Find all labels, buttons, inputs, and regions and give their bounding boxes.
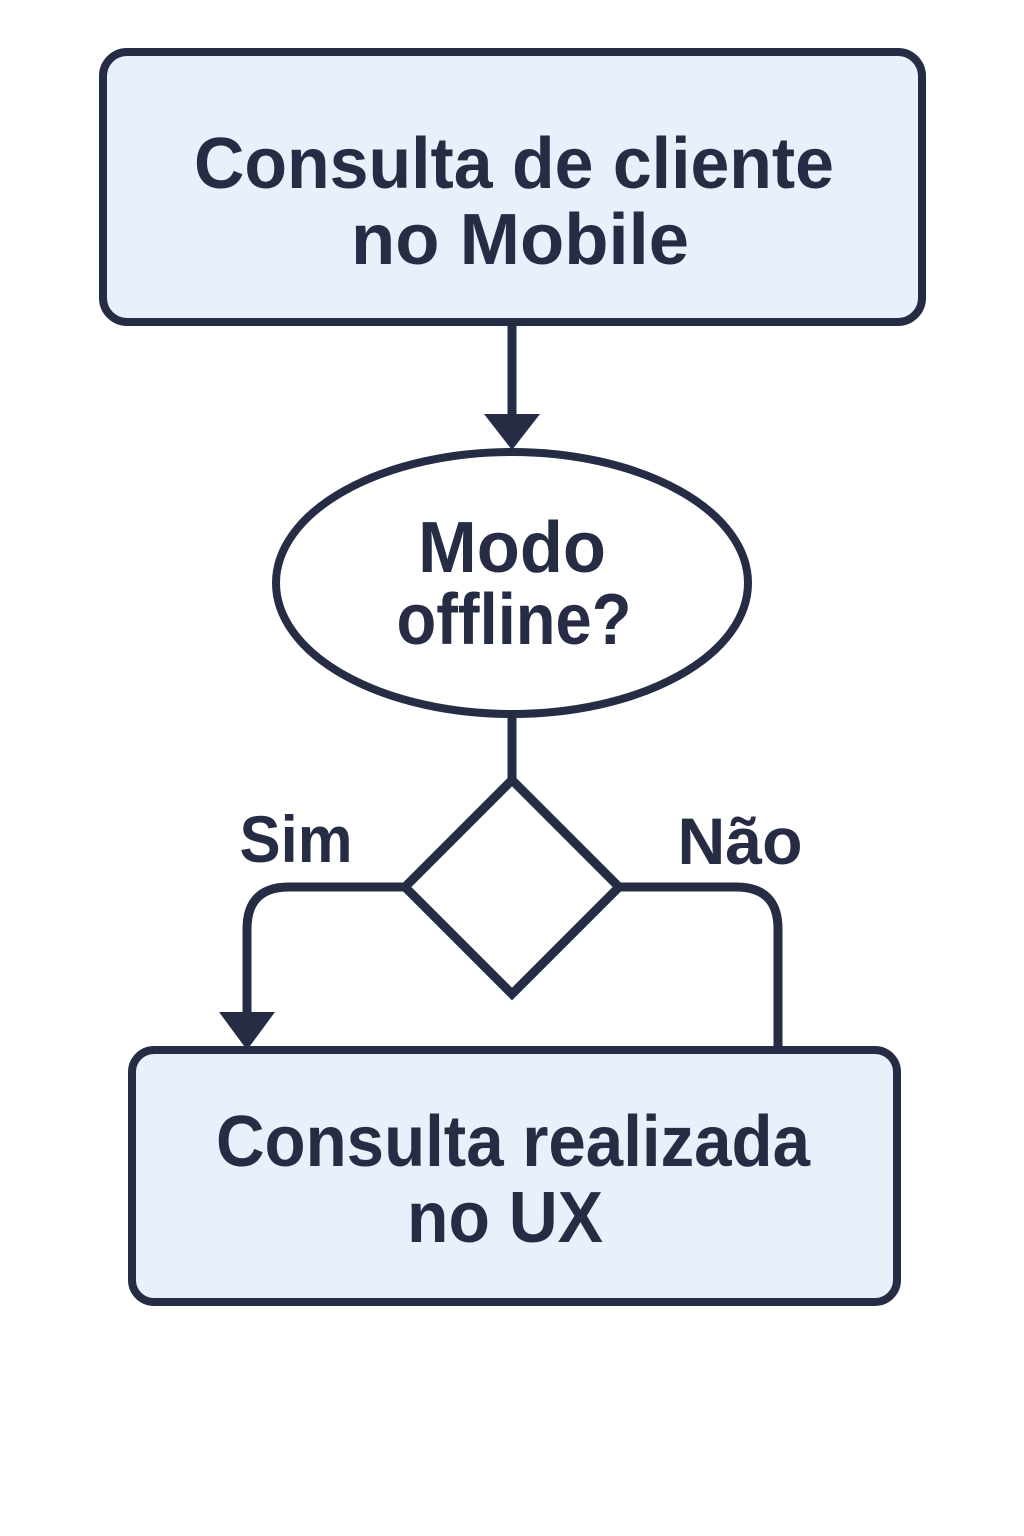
node-question [272, 448, 752, 718]
edge-yes-branch [242, 882, 405, 1014]
node-start-label-line2: no Mobile [351, 200, 689, 280]
edge-label-no: Não [678, 804, 803, 878]
node-end [128, 1046, 901, 1306]
arrowhead-down-icon [484, 414, 540, 450]
node-decision-diamond [398, 773, 626, 1001]
node-start [99, 48, 926, 326]
node-question-label-line1: Modo [418, 508, 606, 588]
arrowhead-down-icon [219, 1012, 275, 1050]
node-end-label-line1: Consulta realizada [216, 1102, 811, 1182]
edge-label-yes: Sim [240, 802, 353, 876]
edge-no-branch [619, 882, 783, 1052]
node-end-label-line2: no UX [407, 1178, 603, 1258]
node-start-label-line1: Consulta de cliente [194, 124, 834, 204]
node-question-label-line2: offline? [397, 580, 632, 660]
